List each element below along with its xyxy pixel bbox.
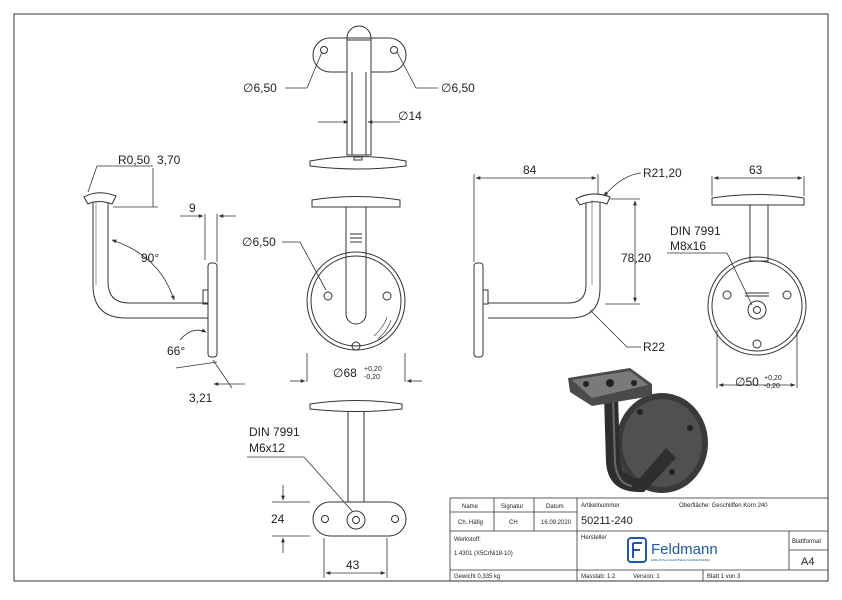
tb-value-signatur: CH [509, 520, 518, 526]
dim-din-right-2: M8x16 [670, 239, 706, 253]
dim-r22: R22 [643, 340, 665, 354]
feldmann-logo: Feldmann EDELSTAHL KLEINTEILE SCHWEISSER… [627, 537, 718, 563]
front-view [306, 196, 406, 351]
tb-massstab: Masstab: 1:2 [581, 574, 616, 580]
tb-artikelnummer-label: Artikelnummer [581, 503, 620, 509]
dim-d650-left: ∅6,50 [243, 81, 277, 95]
tb-gewicht: Gewicht 0,335 kg [454, 574, 500, 580]
dim-d9: 9 [189, 201, 196, 215]
dim-din-top-1: DIN 7991 [249, 425, 300, 439]
dim-d650-front: ∅6,50 [242, 235, 276, 249]
dim-d50: ∅50 [735, 375, 759, 389]
top-view [309, 25, 407, 170]
dim-d370: 3,70 [157, 153, 181, 167]
dim-r050: R0,50 [118, 153, 150, 167]
right-side-view [473, 193, 611, 358]
dim-d43: 43 [346, 558, 360, 572]
tb-header-datum: Datum [546, 504, 564, 510]
dim-d24: 24 [271, 512, 285, 526]
dim-d63: 63 [749, 163, 763, 177]
dim-d7820: 78,20 [621, 251, 651, 265]
logo-subtext: EDELSTAHL KLEINTEILE SCHWEISSEREI [651, 558, 710, 562]
tb-value-name: Ch. Häfig [458, 520, 483, 526]
tb-werkstoff-label: Werkstoff: [454, 537, 481, 543]
back-view [707, 194, 807, 356]
dim-d68: ∅68 [333, 366, 357, 380]
dim-a66: 66° [167, 344, 185, 358]
sheet-border [13, 13, 829, 582]
front-view-dims [282, 241, 422, 383]
tb-value-datum: 16.09.2020 [541, 520, 572, 526]
left-side-view-dims [87, 165, 245, 389]
tb-blattformat-label: Blattformat [792, 539, 821, 545]
dim-d84: 84 [523, 163, 537, 177]
isometric-render [568, 368, 708, 493]
right-side-view-dims [473, 172, 642, 348]
dim-d68-tol-up: +0,20 [364, 366, 382, 373]
title-block [449, 497, 829, 582]
top-view-dims [285, 51, 438, 124]
dim-d68-tol-down: -0,20 [364, 374, 380, 381]
bottom-view [309, 400, 407, 537]
back-view-dims [667, 176, 805, 388]
tb-blatt: Blatt 1 von 3 [707, 574, 741, 580]
dim-din-right-1: DIN 7991 [670, 224, 721, 238]
dim-d50-tol-up: +0,20 [764, 375, 782, 382]
logo-text: Feldmann [651, 541, 718, 558]
tb-oberflaeche: Oberfläche: Geschliffen Korn 240 [679, 503, 768, 509]
dim-din-top-2: M6x12 [249, 441, 285, 455]
tb-artikelnummer: 50211-240 [581, 515, 633, 527]
bottom-view-dims [247, 456, 388, 578]
dim-d14: ∅14 [398, 109, 422, 123]
tb-header-name: Name [462, 504, 479, 510]
tb-blattformat: A4 [801, 556, 814, 568]
dim-d650-right: ∅6,50 [441, 81, 475, 95]
tb-header-signatur: Signatur [501, 504, 523, 510]
tb-hersteller-label: Hersteller [581, 535, 607, 541]
dim-r2120: R21,20 [643, 166, 682, 180]
left-side-view [83, 192, 218, 358]
tb-werkstoff-value: 1.4301 (X5CrNi18-10) [454, 551, 513, 557]
dim-d321: 3,21 [189, 391, 213, 405]
tb-version: Version: 1 [633, 574, 660, 580]
dim-a90: 90° [141, 251, 159, 265]
dim-d50-tol-down: -0,20 [764, 383, 780, 390]
